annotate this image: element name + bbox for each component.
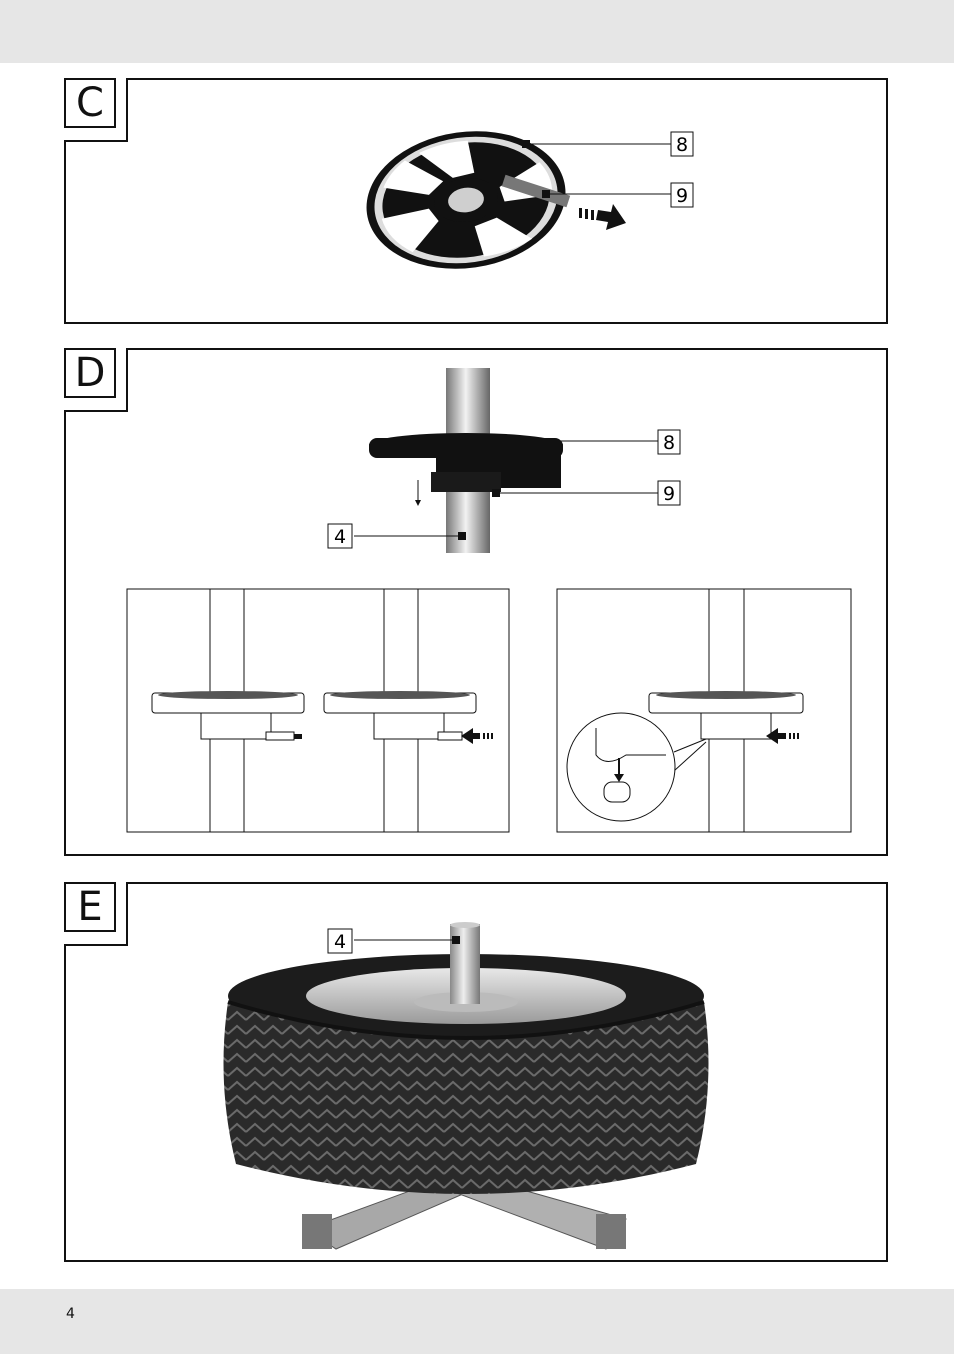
figure-panel-e: E [64, 882, 888, 1262]
page-number: 4 [66, 1306, 75, 1322]
inset-left [127, 589, 509, 832]
inset-right [557, 589, 851, 832]
tire-on-stand-illustration: 4 [66, 884, 890, 1264]
figure-panel-c: C [64, 78, 888, 324]
callout-9: 9 [663, 483, 675, 505]
callout-8: 8 [676, 134, 688, 156]
header-band [0, 0, 954, 63]
figure-panel-d: D 8 9 4 [64, 348, 888, 856]
callout-8: 8 [663, 432, 675, 454]
plate-on-pole-illustration: 8 9 4 [66, 350, 890, 858]
callout-4: 4 [334, 526, 346, 548]
callout-9: 9 [676, 185, 688, 207]
callout-4: 4 [334, 931, 346, 953]
wheel-plate-illustration: 8 9 [66, 80, 890, 326]
footer-band [0, 1289, 954, 1354]
